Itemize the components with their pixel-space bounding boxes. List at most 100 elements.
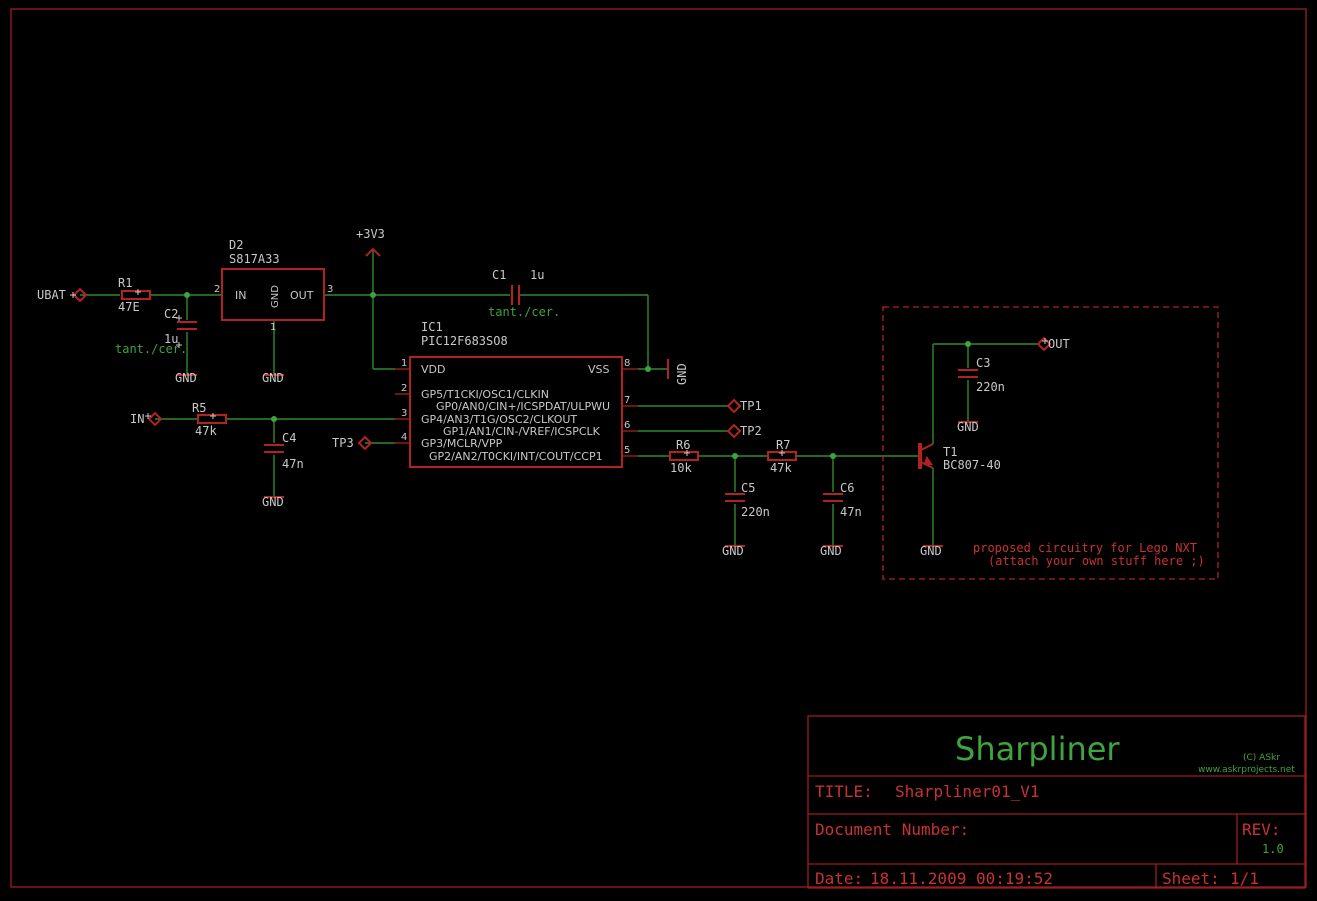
ic1-name: IC1 — [421, 320, 443, 334]
ic1-pin7-name: GP0/AN0/CIN+/ICSPDAT/ULPWU — [436, 400, 610, 413]
r7-name: R7 — [776, 438, 790, 452]
testpoint-tp1: TP1 — [726, 398, 762, 414]
ic1-pin5-name: GP2/AN2/T0CKI/INT/COUT/CCP1 — [429, 450, 603, 463]
ic1-pin4-name: GP3/MCLR/VPP — [421, 437, 503, 450]
gnd-label: GND — [175, 371, 197, 385]
c6-name: C6 — [840, 481, 854, 495]
microcontroller-ic1: IC1 PIC12F683SO8 VDD VSS GP5/T1CKI/OSC1/… — [395, 320, 638, 468]
rev-label: REV: — [1242, 820, 1281, 839]
testpoint-tp2: TP2 — [726, 423, 762, 439]
resistor-r5: R5 47k — [192, 401, 227, 438]
net-label-in: IN — [130, 412, 144, 426]
transistor-t1: T1 BC807-40 — [918, 443, 1001, 472]
d2-pin-in: IN — [235, 289, 246, 302]
r1-value: 47E — [118, 300, 140, 314]
gnd-label: GND — [920, 544, 942, 558]
website-text: www.askrprojects.net — [1198, 765, 1295, 775]
gnd-label: GND — [957, 420, 979, 434]
gnd-label: GND — [722, 544, 744, 558]
copyright-text: (C) ASkr — [1243, 753, 1280, 763]
ic1-pin-number: 3 — [401, 408, 407, 419]
gnd-c3: GND — [957, 420, 979, 434]
d2-pin3-num: 3 — [327, 284, 333, 295]
c4-name: C4 — [282, 431, 296, 445]
t1-name: T1 — [943, 445, 957, 459]
c5-name: C5 — [741, 481, 755, 495]
gnd-c1: GND — [667, 359, 689, 385]
proposal-line-2: (attach your own stuff here ;) — [988, 554, 1205, 568]
tp1-label: TP1 — [740, 399, 762, 413]
c2-value: 1u — [164, 332, 178, 346]
logo-text: Sharpliner — [955, 730, 1120, 768]
r1-name: R1 — [118, 276, 132, 290]
ic1-pin3-name: GP4/AN3/T1G/OSC2/CLKOUT — [421, 413, 577, 426]
resistor-r1: R1 47E — [118, 276, 151, 314]
proposal-box: proposed circuitry for Lego NXT (attach … — [882, 306, 1219, 580]
gnd-label: GND — [262, 495, 284, 509]
c6-value: 47n — [840, 505, 862, 519]
out-pad: OUT — [1036, 336, 1070, 352]
ic1-pin-number: 2 — [401, 383, 407, 394]
junction-dots — [184, 292, 971, 459]
c2-note: tant./cer. — [115, 342, 187, 356]
capacitor-c3: C3 220n — [958, 356, 1005, 394]
d2-pin-gnd: GND — [270, 285, 281, 308]
capacitor-c1: C1 1u tant./cer. — [488, 268, 560, 319]
ic1-pin2-name: GP5/T1CKI/OSC1/CLKIN — [421, 388, 549, 401]
wires — [80, 250, 1038, 546]
c5-value: 220n — [741, 505, 770, 519]
regulator-d2: D2 S817A33 IN OUT GND 2 3 1 — [214, 238, 333, 333]
d2-pin-out: OUT — [290, 289, 314, 302]
c3-value: 220n — [976, 380, 1005, 394]
supply-3v3: +3V3 — [356, 227, 385, 257]
r5-value: 47k — [195, 424, 217, 438]
date-label: Date: — [815, 869, 863, 888]
gnd-label: GND — [262, 371, 284, 385]
d2-pin2-num: 2 — [214, 284, 220, 295]
tp3-label: TP3 — [332, 436, 354, 450]
c2-name: C2 — [164, 307, 178, 321]
ic1-pin-number: 6 — [624, 420, 630, 431]
ic1-vss: VSS — [588, 363, 610, 376]
rev-value: 1.0 — [1262, 842, 1284, 856]
document-number-label: Document Number: — [815, 820, 969, 839]
sheet-frame — [10, 8, 1307, 888]
capacitor-c6: C6 47n — [823, 481, 862, 519]
gnd-label: GND — [675, 363, 689, 385]
sheet-value: 1/1 — [1230, 869, 1259, 888]
gnd-c4: GND — [262, 495, 284, 509]
d2-pin1-num: 1 — [270, 322, 276, 333]
ic1-value: PIC12F683SO8 — [421, 334, 508, 348]
c1-name: C1 — [492, 268, 506, 282]
origin-crosses — [70, 289, 1048, 456]
ic1-pin-number: 1 — [401, 358, 407, 369]
ic1-pin-number: 4 — [401, 432, 407, 443]
gnd-c6: GND — [820, 544, 843, 558]
gnd-c2: GND — [175, 371, 197, 385]
c1-value: 1u — [530, 268, 544, 282]
c3-name: C3 — [976, 356, 990, 370]
title-block: Sharpliner (C) ASkr www.askrprojects.net… — [807, 715, 1306, 889]
net-label-ubat: UBAT — [37, 288, 66, 302]
c4-value: 47n — [282, 457, 304, 471]
ic1-pin-number: 7 — [624, 395, 630, 406]
gnd-d2: GND — [262, 371, 284, 385]
net-label-out: OUT — [1048, 337, 1070, 351]
title-label: TITLE: — [815, 782, 873, 801]
r6-value: 10k — [670, 461, 692, 475]
title-value: Sharpliner01_V1 — [895, 782, 1040, 801]
r6-name: R6 — [676, 438, 690, 452]
date-value: 18.11.2009 00:19:52 — [870, 869, 1053, 888]
t1-value: BC807-40 — [943, 458, 1001, 472]
capacitor-c4: C4 47n — [264, 431, 304, 471]
d2-value: S817A33 — [229, 252, 280, 266]
c1-note: tant./cer. — [488, 305, 560, 319]
d2-name: D2 — [229, 238, 243, 252]
sheet-label: Sheet: — [1162, 869, 1220, 888]
resistor-r6: R6 10k — [669, 438, 699, 475]
gnd-t1: GND — [920, 544, 943, 558]
r7-value: 47k — [770, 461, 792, 475]
capacitor-c5: C5 220n — [725, 481, 770, 519]
ic1-vdd: VDD — [421, 363, 445, 376]
